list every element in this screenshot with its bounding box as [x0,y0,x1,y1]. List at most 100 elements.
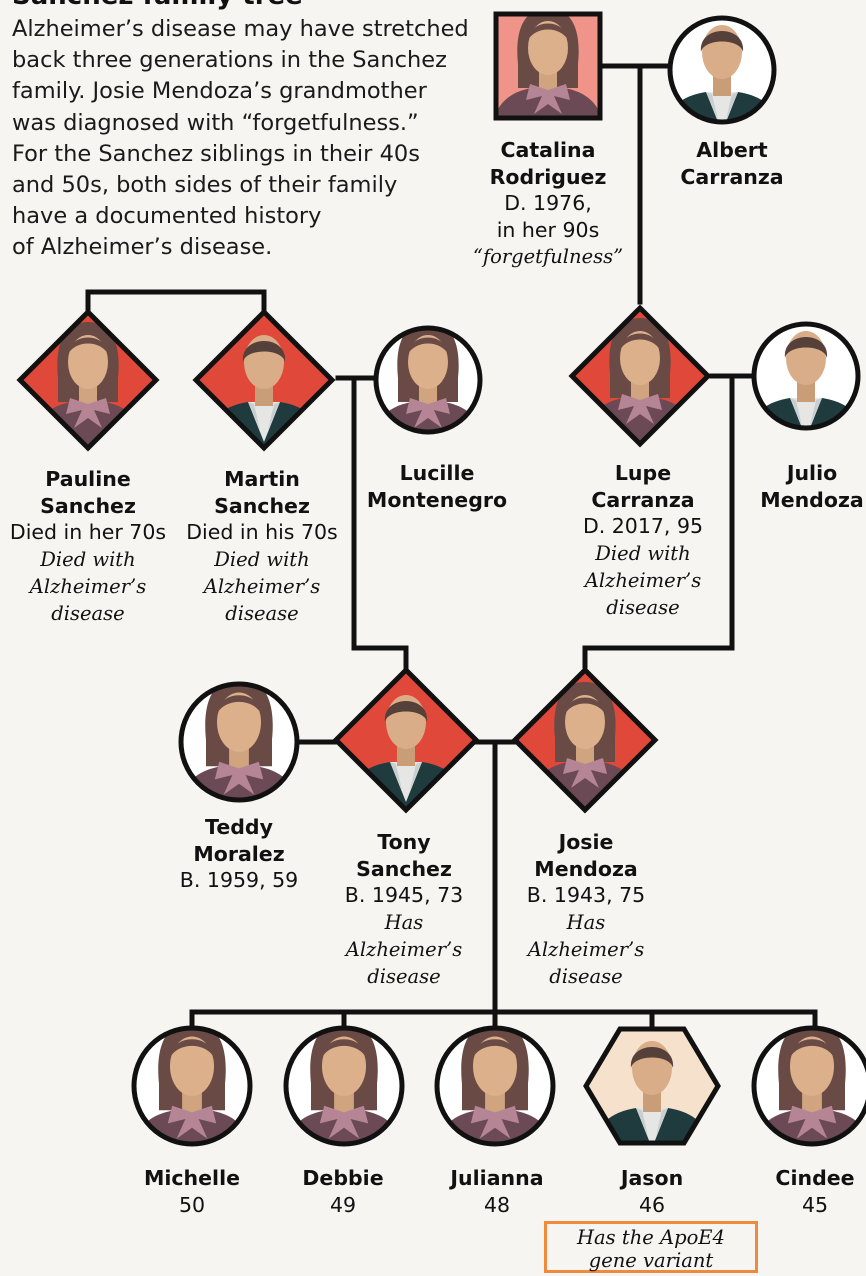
intro-line: back three generations in the Sanchez [12,47,447,74]
person-name: Albert [696,138,768,162]
line-lupe-julio-to-josie [582,373,735,669]
cindee-node [751,1025,866,1147]
person-note: Died with [214,547,310,571]
michelle-node [131,1025,253,1147]
header-title-clip: Sanchez family tree [0,0,330,10]
person-note: disease [51,601,125,625]
michelle-label: Michelle 50 [144,1165,240,1218]
pauline-node [16,308,160,452]
person-note: disease [606,595,680,619]
debbie-node [283,1025,405,1147]
julio-node [751,321,861,431]
person-detail: 50 [178,1192,206,1217]
line-pauline-martin-sibling [85,289,267,316]
callout-line: gene variant [588,1249,714,1272]
pauline-label: Pauline Sanchez Died in her 70s Died wit… [10,466,166,627]
person-detail: Died in her 70s [9,520,167,544]
person-name: Rodriguez [489,164,607,189]
person-note: disease [549,964,623,988]
lupe-label: Lupe Carranza D. 2017, 95 Died with Alzh… [583,460,703,621]
person-name: Pauline [45,467,131,491]
person-detail: 48 [483,1192,511,1217]
jason-node [583,1026,721,1146]
person-name: Mendoza [760,487,864,512]
person-name: Sanchez [214,493,310,518]
lucille-node [373,325,483,435]
julianna-label: Julianna 48 [450,1165,543,1218]
person-detail: B. 1959, 59 [179,868,299,892]
person-name: Sanchez [356,856,452,881]
josie-node [511,666,659,814]
person-detail: 49 [329,1192,357,1217]
intro-line: of Alzheimer’s disease. [12,234,273,261]
person-name: Jason [620,1166,684,1190]
person-note: Died with [40,547,136,571]
person-name: Josie [558,830,614,854]
intro-line: and 50s, both sides of their family [12,172,398,199]
person-name: Teddy [205,815,273,839]
albert-label: Albert Carranza [680,137,783,190]
person-name: Sanchez [40,493,136,518]
person-name: Martin [224,467,300,491]
teddy-node [178,681,300,803]
albert-node [667,15,777,125]
intro-line: was diagnosed with “forgetfulness.” [12,109,419,136]
person-name: Catalina [500,138,596,162]
intro-line: For the Sanchez siblings in their 40s [12,140,420,167]
person-detail: B. 1943, 75 [526,883,646,907]
martin-label: Martin Sanchez Died in his 70s Died with… [186,466,337,627]
person-note: Alzheimer’s [29,574,147,598]
person-note: Has [566,910,606,934]
tony-node [332,666,480,814]
person-note: “forgetfulness” [472,245,624,268]
julio-label: Julio Mendoza [760,460,863,513]
person-name: Lucille [399,461,475,485]
person-name: Lupe [614,461,672,485]
person-name: Mendoza [534,856,638,881]
catalina-label: Catalina Rodriguez D. 1976, in her 90s “… [473,137,623,270]
person-note: disease [225,601,299,625]
callout-line: Has the ApoE4 [577,1226,725,1249]
josie-label: Josie Mendoza B. 1943, 75 Has Alzheimer’… [527,829,645,990]
person-detail: 46 [638,1192,666,1217]
person-name: Julio [786,461,838,485]
person-note: Has [384,910,424,934]
person-name: Michelle [143,1166,241,1190]
person-note: disease [367,964,441,988]
line-martin-lucille-to-tony [351,375,409,671]
person-note: Alzheimer’s [584,568,702,592]
person-name: Debbie [302,1166,384,1190]
person-detail: 45 [801,1192,829,1217]
person-detail: D. 2017, 95 [582,514,704,538]
person-note: Alzheimer’s [345,937,463,961]
intro-line: family. Josie Mendoza’s grandmother [12,78,427,105]
person-note: Alzheimer’s [527,937,645,961]
person-name: Cindee [775,1166,855,1190]
debbie-label: Debbie 49 [302,1165,383,1218]
person-note: Died with [595,541,691,565]
jason-label: Jason 46 [621,1165,683,1218]
cindee-label: Cindee 45 [775,1165,854,1218]
person-name: Tony [377,830,431,854]
person-detail: B. 1945, 73 [344,883,464,907]
person-detail: in her 90s [496,217,600,242]
intro-line: Alzheimer’s disease may have stretched [12,16,469,42]
person-name: Carranza [591,487,695,512]
lupe-node [568,304,712,448]
connector-lines [85,63,818,1031]
person-name: Julianna [450,1166,544,1190]
person-detail: Died in his 70s [186,520,338,544]
person-name: Moralez [193,841,285,866]
catalina-node [493,11,603,121]
page-title: Sanchez family tree [12,0,303,10]
teddy-label: Teddy Moralez B. 1959, 59 [180,814,298,894]
person-note: Alzheimer’s [203,574,321,598]
intro-line: have a documented history [12,203,322,230]
person-name: Carranza [680,164,784,189]
martin-node [192,308,336,452]
lucille-label: Lucille Montenegro [367,460,507,513]
person-name: Montenegro [366,487,508,512]
julianna-node [434,1025,556,1147]
tony-label: Tony Sanchez B. 1945, 73 Has Alzheimer’s… [345,829,463,990]
